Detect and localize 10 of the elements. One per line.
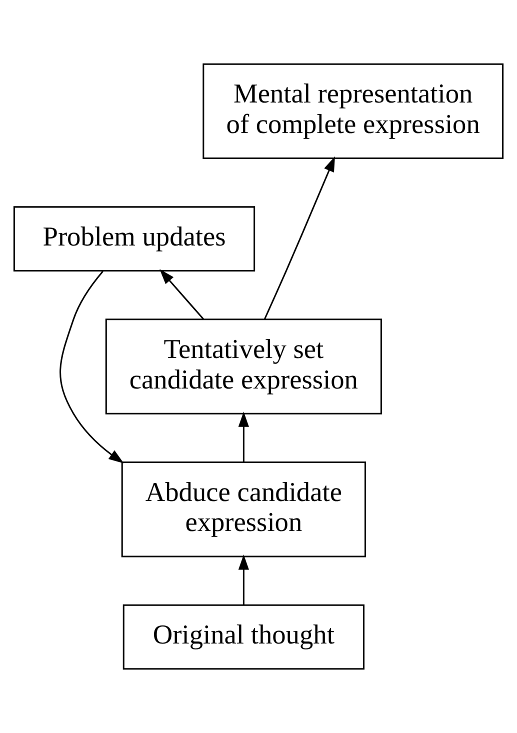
arrow (238, 412, 250, 462)
node-box: Abduce candidate expression (121, 461, 366, 558)
arrow (60, 270, 124, 464)
node-box: Mental representation of complete expression (202, 63, 504, 160)
node-box: Original thought (122, 604, 364, 670)
arrow (160, 269, 204, 320)
node-box: Problem updates (13, 206, 256, 272)
arrow (238, 554, 250, 605)
node-box: Tentatively set candidate expression (105, 318, 382, 414)
arrow (264, 156, 335, 320)
